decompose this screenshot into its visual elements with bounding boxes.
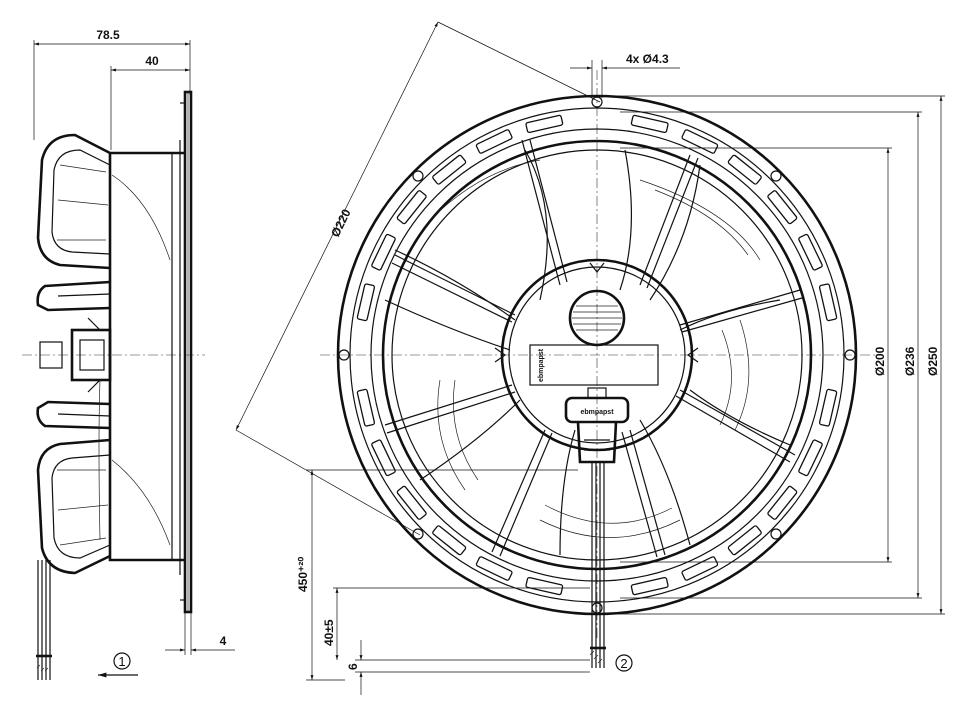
frame-slot bbox=[727, 154, 762, 185]
cable-leads bbox=[589, 462, 606, 668]
frame-slot bbox=[525, 576, 564, 596]
dim-motor-depth: 40 bbox=[110, 54, 190, 150]
brand-label-connector: ebmpapst bbox=[580, 409, 614, 416]
frame-slot bbox=[818, 388, 838, 427]
dim-cable-length-label: 450⁺²⁰ bbox=[296, 557, 310, 592]
dim-inner-label: Ø200 bbox=[873, 346, 887, 376]
frame-slot bbox=[475, 556, 513, 581]
frame-slot bbox=[767, 190, 798, 225]
dim-mid-label: Ø236 bbox=[903, 346, 917, 376]
cable-connector: ebmpapst bbox=[564, 387, 630, 464]
guard-spokes bbox=[384, 139, 803, 558]
frame-slot bbox=[630, 114, 669, 134]
dim-end-strip: 6 bbox=[346, 640, 590, 695]
frame-slot bbox=[356, 388, 376, 427]
frame-slot bbox=[475, 129, 513, 154]
callout-view-2: 2 bbox=[615, 654, 633, 672]
dim-end-strip-label: 6 bbox=[346, 663, 360, 670]
frame-slot bbox=[432, 154, 467, 185]
dim-cable-length: 450⁺²⁰ bbox=[296, 469, 578, 681]
frame-slot bbox=[727, 525, 762, 556]
frame-slot bbox=[396, 485, 427, 520]
callout-2-label: 2 bbox=[620, 656, 627, 671]
dim-overall-depth-label: 78.5 bbox=[96, 28, 120, 42]
callout-view-1: 1 bbox=[98, 652, 138, 678]
dim-flange-thickness: 4 bbox=[165, 612, 235, 655]
frame-slot bbox=[371, 233, 396, 271]
frame-slot bbox=[681, 556, 719, 581]
frame-slot bbox=[525, 114, 564, 134]
frame-slot bbox=[630, 576, 669, 596]
callout-1-label: 1 bbox=[118, 654, 125, 669]
side-view: 78.5 40 bbox=[22, 28, 235, 680]
dim-strip-length: 40±5 bbox=[322, 587, 590, 660]
frame-slot bbox=[818, 283, 838, 322]
motor-hub-side bbox=[70, 328, 112, 382]
frame-slot bbox=[396, 190, 427, 225]
frame-slot bbox=[798, 233, 823, 271]
front-view: ebmpapst ebmpapst 4x Ø4.3 bbox=[235, 21, 945, 695]
dim-holes-label: 4x Ø4.3 bbox=[626, 52, 669, 66]
fan-housing-side bbox=[36, 133, 185, 680]
dim-flange-label: 4 bbox=[220, 634, 227, 648]
frame-slot bbox=[681, 129, 719, 154]
dim-bolt-circle: Ø220 bbox=[235, 21, 601, 536]
frame-slot bbox=[798, 439, 823, 477]
frame-slot bbox=[356, 283, 376, 322]
dim-strip-length-label: 40±5 bbox=[322, 619, 336, 646]
frame-slot bbox=[767, 485, 798, 520]
dim-diameters: Ø200 Ø236 Ø250 bbox=[600, 95, 945, 615]
dim-bolt-circle-label: Ø220 bbox=[328, 207, 354, 240]
dim-motor-depth-label: 40 bbox=[145, 54, 159, 68]
dim-overall-depth: 78.5 bbox=[33, 28, 191, 140]
frame-slot bbox=[371, 439, 396, 477]
label-plate bbox=[529, 344, 659, 386]
dim-holes: 4x Ø4.3 bbox=[570, 52, 680, 98]
brand-label-vertical: ebmpapst bbox=[538, 348, 545, 382]
frame-slot bbox=[432, 525, 467, 556]
dim-outer-label: Ø250 bbox=[926, 346, 940, 376]
